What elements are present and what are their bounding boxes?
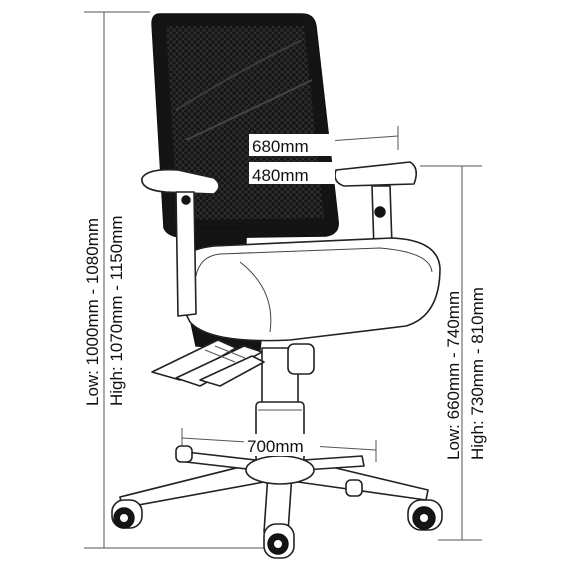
- castor-back-right: [345, 479, 363, 497]
- armrest-left: [141, 168, 220, 317]
- castor-wheels: [111, 445, 443, 559]
- overall-height-low-label: Low: 1000mm - 1080mm: [83, 218, 102, 406]
- seat-width-label-bg: [249, 162, 335, 184]
- armrest-right: [334, 161, 418, 251]
- castor-back-left: [175, 445, 193, 463]
- base-diameter-label: 700mm: [247, 437, 304, 456]
- star-base: [119, 451, 429, 533]
- seat-height-dimension-line: [420, 165, 482, 541]
- seat-depth-label-bg: [249, 134, 335, 156]
- seat-height-high-label: High: 730mm - 810mm: [468, 287, 487, 460]
- seat-width-label: 480mm: [252, 166, 309, 185]
- overall-height-dimension-line: [84, 11, 270, 549]
- overall-height-high-label: High: 1070mm - 1150mm: [107, 215, 126, 406]
- seat-height-low-label: Low: 660mm - 740mm: [444, 291, 463, 460]
- seat-cushion: [176, 237, 441, 342]
- seat-depth-label: 680mm: [252, 137, 309, 156]
- castor-left: [111, 499, 143, 529]
- castor-right: [407, 499, 443, 531]
- castor-front: [263, 523, 295, 559]
- base-diameter-label-bg: [244, 434, 320, 456]
